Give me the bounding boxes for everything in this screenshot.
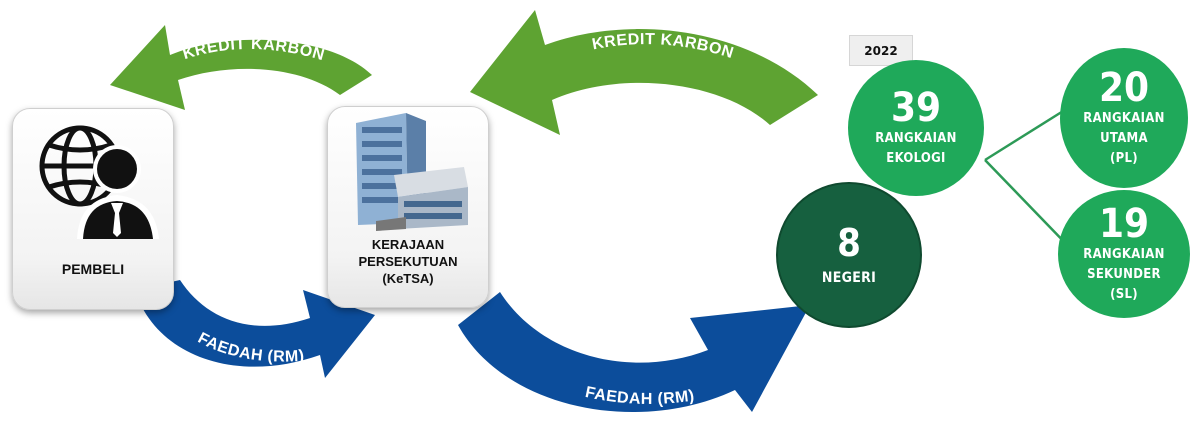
buyer-card: PEMBELI	[12, 108, 174, 310]
connector-line-secondary	[984, 159, 1073, 251]
government-label-line-1: KERAJAAN	[371, 237, 445, 252]
carbon-credit-arrow-left	[110, 25, 372, 110]
government-card: KERAJAAN PERSEKUTUAN (KeTSA)	[327, 106, 489, 308]
office-building-icon	[356, 113, 468, 231]
secondary-network-label-3: (SL)	[1110, 287, 1138, 302]
ecological-network-label-2: EKOLOGI	[886, 151, 946, 166]
states-count: 8	[837, 221, 861, 265]
government-label-line-2: PERSEKUTUAN	[358, 254, 458, 269]
primary-network-label-2: UTAMA	[1100, 131, 1148, 146]
primary-network-count: 20	[1098, 65, 1150, 111]
primary-network-circle: 20 RANGKAIAN UTAMA (PL)	[1060, 48, 1188, 188]
buyer-label: PEMBELI	[61, 261, 125, 277]
states-circle: 8 NEGERI	[776, 182, 922, 328]
states-label: NEGERI	[821, 270, 877, 286]
government-label-line-3: (KeTSA)	[382, 271, 434, 286]
primary-network-label-3: (PL)	[1110, 151, 1138, 166]
connector-line-primary	[984, 106, 1069, 162]
ecological-network-circle: 39 RANGKAIAN EKOLOGI	[848, 60, 984, 196]
secondary-network-label-1: RANGKAIAN	[1083, 247, 1165, 262]
secondary-network-count: 19	[1098, 201, 1150, 247]
globe-businessman-icon	[39, 125, 159, 239]
ecological-network-count: 39	[890, 85, 942, 131]
carbon-credit-arrow-right	[470, 10, 818, 135]
benefit-arrow-left	[135, 280, 375, 378]
benefit-arrow-right	[458, 292, 810, 413]
secondary-network-circle: 19 RANGKAIAN SEKUNDER (SL)	[1058, 190, 1190, 318]
secondary-network-label-2: SEKUNDER	[1087, 267, 1161, 282]
ecological-network-label-1: RANGKAIAN	[875, 131, 957, 146]
government-label: KERAJAAN PERSEKUTUAN (KeTSA)	[328, 236, 488, 287]
primary-network-label-1: RANGKAIAN	[1083, 111, 1165, 126]
